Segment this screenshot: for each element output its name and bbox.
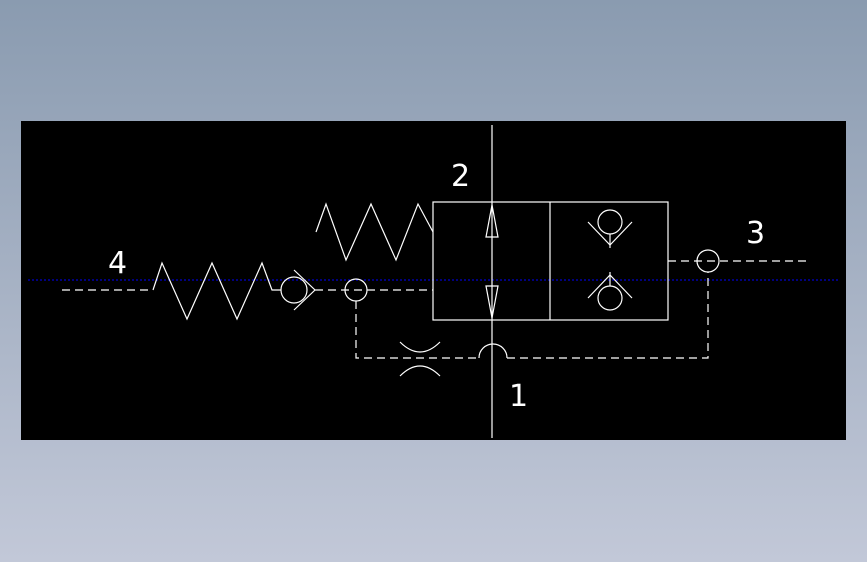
check-valve-upper [587, 209, 633, 248]
port-label-4: 4 [108, 246, 127, 281]
lower-spring [152, 261, 281, 321]
pilot-loop [355, 301, 479, 359]
arrow-down-icon [485, 285, 499, 319]
hydraulic-valve-schematic: 4 2 3 1 [28, 125, 838, 438]
pilot-loop-right [507, 272, 709, 359]
orifice-icon [399, 341, 441, 377]
port-label-1: 1 [509, 379, 528, 414]
drawing-area[interactable]: 4 2 3 1 [21, 121, 846, 440]
arrow-up-icon [485, 204, 499, 238]
port-label-2: 2 [451, 159, 470, 194]
port-label-3: 3 [746, 216, 765, 251]
upper-spring [315, 202, 434, 262]
check-valve-lower [587, 272, 633, 311]
pilot-check-valve [280, 269, 316, 311]
line-crossover [478, 343, 508, 359]
